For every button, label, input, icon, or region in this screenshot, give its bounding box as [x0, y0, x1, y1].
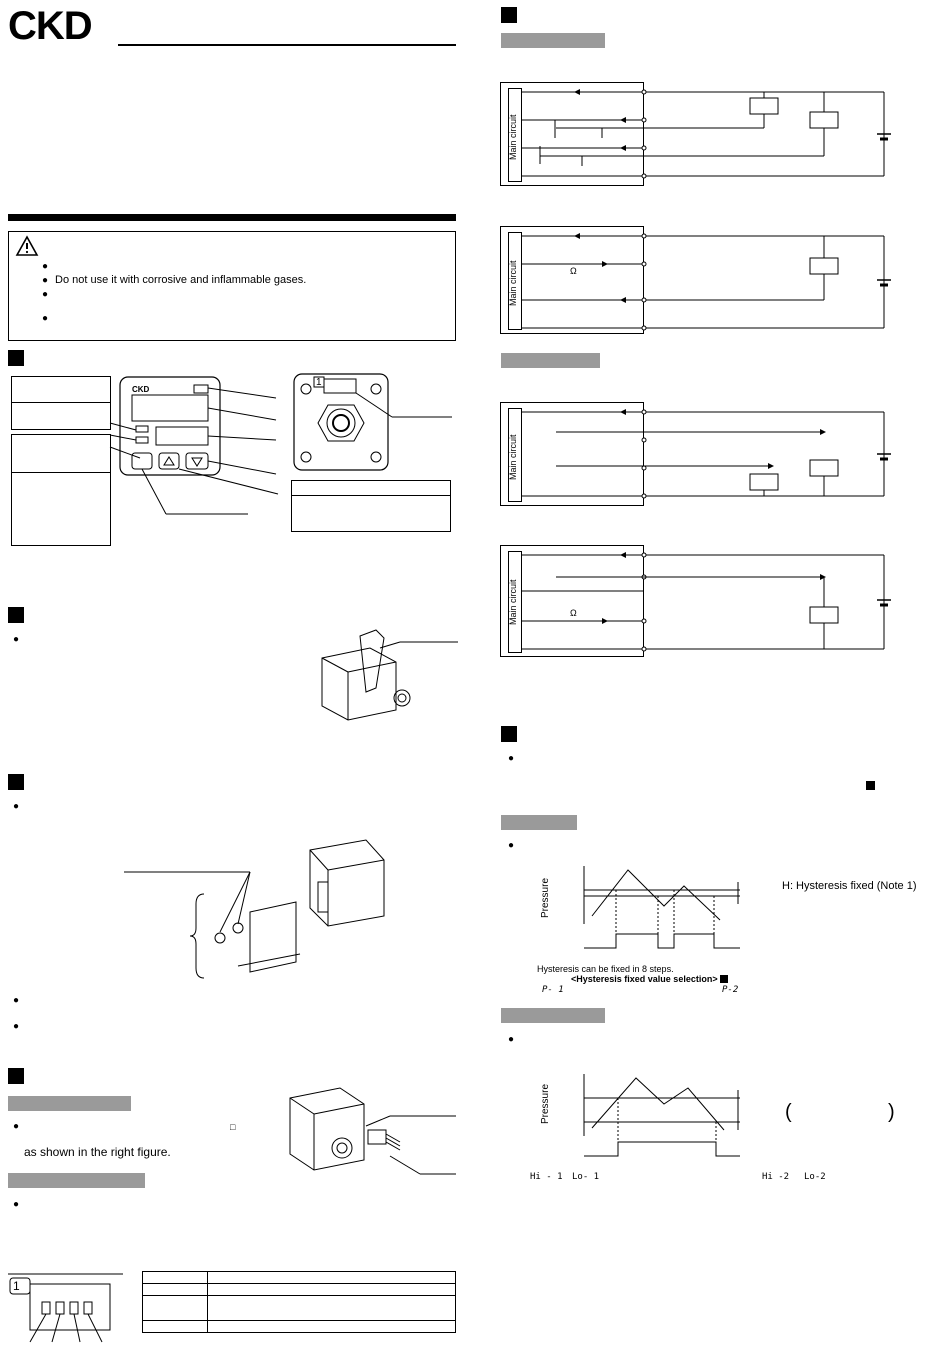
- circuit-2-main-block: [508, 232, 522, 330]
- subheading-npn: [501, 33, 605, 48]
- section-1-marker: [8, 350, 24, 366]
- subheading-window: [501, 1008, 605, 1023]
- connector-pin-drawing: [8, 1273, 123, 1343]
- bracket-assembly-drawing: [124, 839, 385, 979]
- circuit-4-wiring: [522, 552, 891, 652]
- subheading-hysteresis: [501, 815, 577, 830]
- circuit-4-frame: [500, 545, 644, 657]
- hysteresis-bullet: ●: [508, 840, 515, 851]
- section-3-bullet: ●: [13, 801, 20, 812]
- connector-bullet: ●: [13, 1199, 20, 1210]
- window-axis-label: Pressure: [540, 1083, 551, 1124]
- circuit-2-wiring: [522, 233, 891, 331]
- section-2-marker: [8, 607, 24, 623]
- window-paren-left: (: [785, 1101, 792, 1123]
- section-divider: [8, 214, 456, 221]
- pin-assignment-table: [142, 1271, 456, 1333]
- label-box-divider-2: [11, 472, 111, 473]
- window-paren-right: ): [888, 1101, 895, 1123]
- hysteresis-p1: P- 1: [542, 985, 564, 995]
- section-3-bullet-3: ●: [13, 1021, 20, 1032]
- subheading-pnp: [501, 353, 600, 368]
- circuit-3-frame: [500, 402, 644, 506]
- hysteresis-p2: P-2: [722, 985, 739, 995]
- window-chart: [583, 1074, 740, 1157]
- warning-text-gases: Do not use it with corrosive and inflamm…: [55, 274, 307, 286]
- label-box-bottom: [11, 434, 111, 546]
- warning-bullet-3: ●: [42, 289, 49, 300]
- window-bullet: ●: [508, 1034, 515, 1045]
- circuit-1-frame: [500, 82, 644, 186]
- mounting-drawing: [321, 629, 458, 721]
- warning-bullet-4: ●: [42, 313, 49, 324]
- section-3-bullet-2: ●: [13, 995, 20, 1006]
- circuit-2-frame: [500, 226, 644, 334]
- hysteresis-chart: [583, 866, 740, 949]
- section-3-marker: [8, 774, 24, 790]
- circuit-4-omega: Ω: [570, 608, 577, 618]
- wiring-bullet: ●: [13, 1121, 20, 1132]
- window-lo2: Lo-2: [804, 1172, 826, 1182]
- section-6-bullet: ●: [508, 753, 515, 764]
- hysteresis-fixed-note: H: Hysteresis fixed (Note 1): [782, 880, 917, 892]
- label-box-top: [11, 376, 111, 430]
- circuit-3-wiring: [522, 409, 891, 499]
- section-2-bullet: ●: [13, 634, 20, 645]
- circuit-2-omega: Ω: [570, 266, 577, 276]
- wiring-box-symbol: □: [230, 1122, 236, 1132]
- section-4-marker: [8, 1068, 24, 1084]
- title-rule: [118, 44, 456, 46]
- window-hi1: Hi - 1: [530, 1172, 563, 1182]
- section-ref-square: [866, 781, 875, 790]
- subheading-connector: [8, 1173, 145, 1188]
- warning-bullet-1: ●: [42, 261, 49, 272]
- wiring-instruction-text: as shown in the right figure.: [24, 1145, 171, 1159]
- hysteresis-steps-note: Hysteresis can be fixed in 8 steps.: [537, 964, 674, 974]
- rear-label-divider: [291, 495, 451, 496]
- warning-triangle-icon: [15, 235, 39, 256]
- rear-panel-drawing: [293, 373, 452, 471]
- hysteresis-ref-square: [720, 975, 728, 983]
- ckd-logo: CKD: [8, 4, 93, 48]
- circuit-4-main-block: [508, 551, 522, 653]
- pin-number-1: 1: [316, 377, 322, 388]
- connector-insertion-drawing: [289, 1087, 456, 1175]
- circuit-1-main-block: [508, 88, 522, 182]
- circuit-1-wiring: [522, 89, 891, 179]
- warning-box: [8, 231, 456, 341]
- section-6-marker: [501, 726, 517, 742]
- circuit-3-main-block: [508, 408, 522, 502]
- hysteresis-axis-label: Pressure: [540, 877, 551, 918]
- window-lo1: Lo- 1: [572, 1172, 600, 1182]
- connector-pin-number: 1: [13, 1279, 20, 1293]
- front-panel-drawing: CKD: [109, 376, 279, 515]
- svg-text:CKD: CKD: [132, 385, 150, 394]
- subheading-wiring: [8, 1096, 131, 1111]
- section-5-marker: [501, 7, 517, 23]
- rear-label-box: [291, 480, 451, 532]
- hysteresis-selection-label: <Hysteresis fixed value selection>: [571, 974, 718, 984]
- warning-bullet-2: ●: [42, 275, 49, 286]
- label-box-divider: [11, 402, 111, 403]
- window-hi2: Hi -2: [762, 1172, 790, 1182]
